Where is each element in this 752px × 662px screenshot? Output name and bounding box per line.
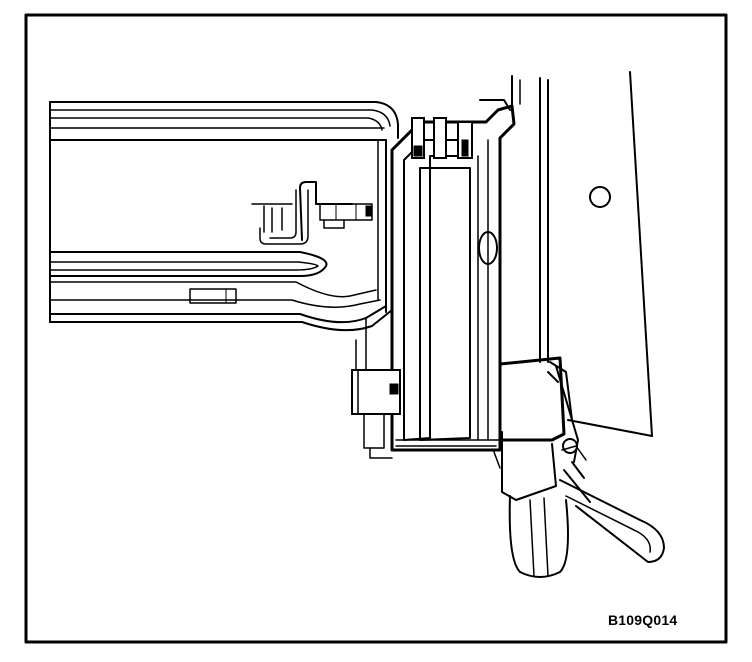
regulator-handle [493,356,665,578]
door-panel [511,71,653,437]
spring-clip [251,181,373,245]
door-frame-rail [49,101,399,332]
panel-hole [589,186,611,208]
window-channel [351,99,516,459]
figure-border [24,13,728,644]
figure-code-label: B109Q014 [608,612,678,628]
